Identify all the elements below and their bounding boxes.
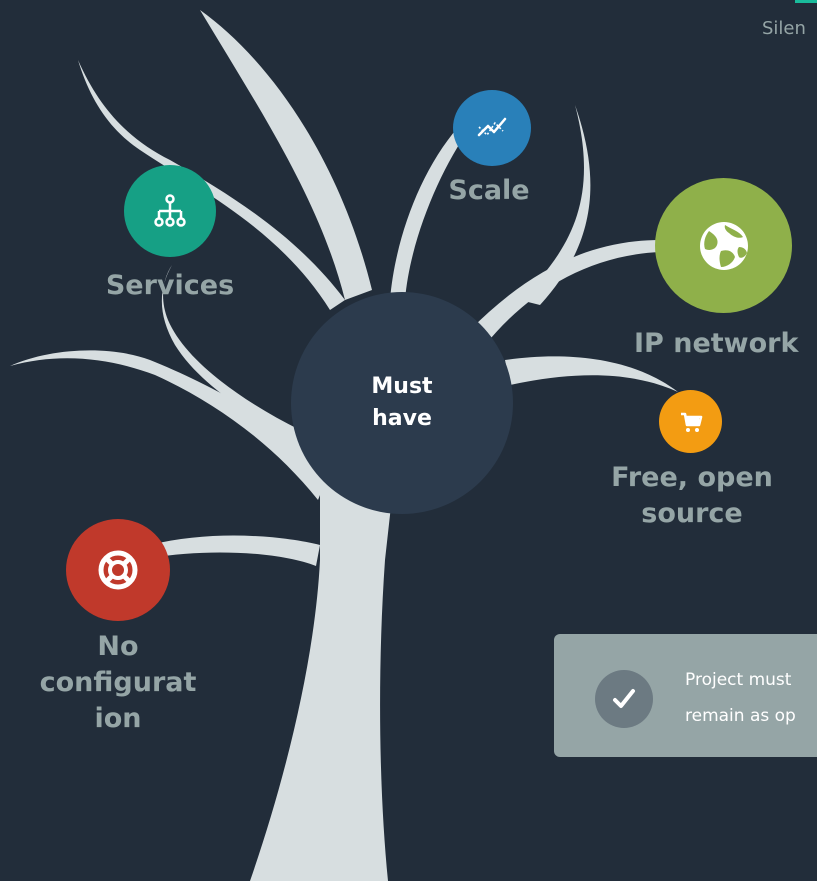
no-configuration-node[interactable] bbox=[66, 519, 170, 621]
sitemap-icon bbox=[154, 194, 186, 227]
center-label-line1: Must bbox=[371, 374, 433, 399]
no-configuration-label-line2: configurat bbox=[39, 667, 197, 698]
scale-label: Scale bbox=[448, 175, 530, 206]
note-box: Project must remain as op bbox=[554, 634, 817, 757]
checkmark-icon bbox=[613, 689, 635, 708]
free-open-source-label: Free, open source bbox=[592, 460, 792, 532]
ip-network-label: IP network bbox=[634, 328, 799, 359]
free-open-source-label-line1: Free, open bbox=[611, 462, 773, 493]
no-configuration-label-line3: ion bbox=[94, 703, 142, 734]
services-label: Services bbox=[105, 270, 235, 301]
accent-bar bbox=[795, 0, 817, 3]
center-label-line2: have bbox=[372, 406, 432, 431]
free-open-source-label-line2: source bbox=[641, 498, 743, 529]
note-text: Project must remain as op bbox=[685, 662, 817, 734]
ip-network-node[interactable] bbox=[655, 178, 792, 313]
note-line2: remain as op bbox=[685, 706, 796, 726]
chart-line-icon bbox=[477, 117, 507, 137]
header-partial-label: Silen bbox=[762, 18, 806, 39]
no-configuration-label-line1: No bbox=[97, 631, 139, 662]
shopping-cart-icon bbox=[680, 412, 702, 432]
scale-node[interactable] bbox=[453, 90, 531, 166]
no-configuration-label: No configurat ion bbox=[28, 629, 208, 737]
center-node[interactable]: Must have bbox=[291, 292, 513, 514]
note-check-badge bbox=[595, 670, 653, 728]
free-open-source-node[interactable] bbox=[659, 390, 722, 453]
life-ring-icon bbox=[98, 550, 138, 590]
note-line1: Project must bbox=[685, 670, 792, 690]
center-label: Must have bbox=[347, 371, 457, 435]
services-node[interactable] bbox=[124, 165, 216, 257]
globe-icon bbox=[699, 221, 748, 270]
